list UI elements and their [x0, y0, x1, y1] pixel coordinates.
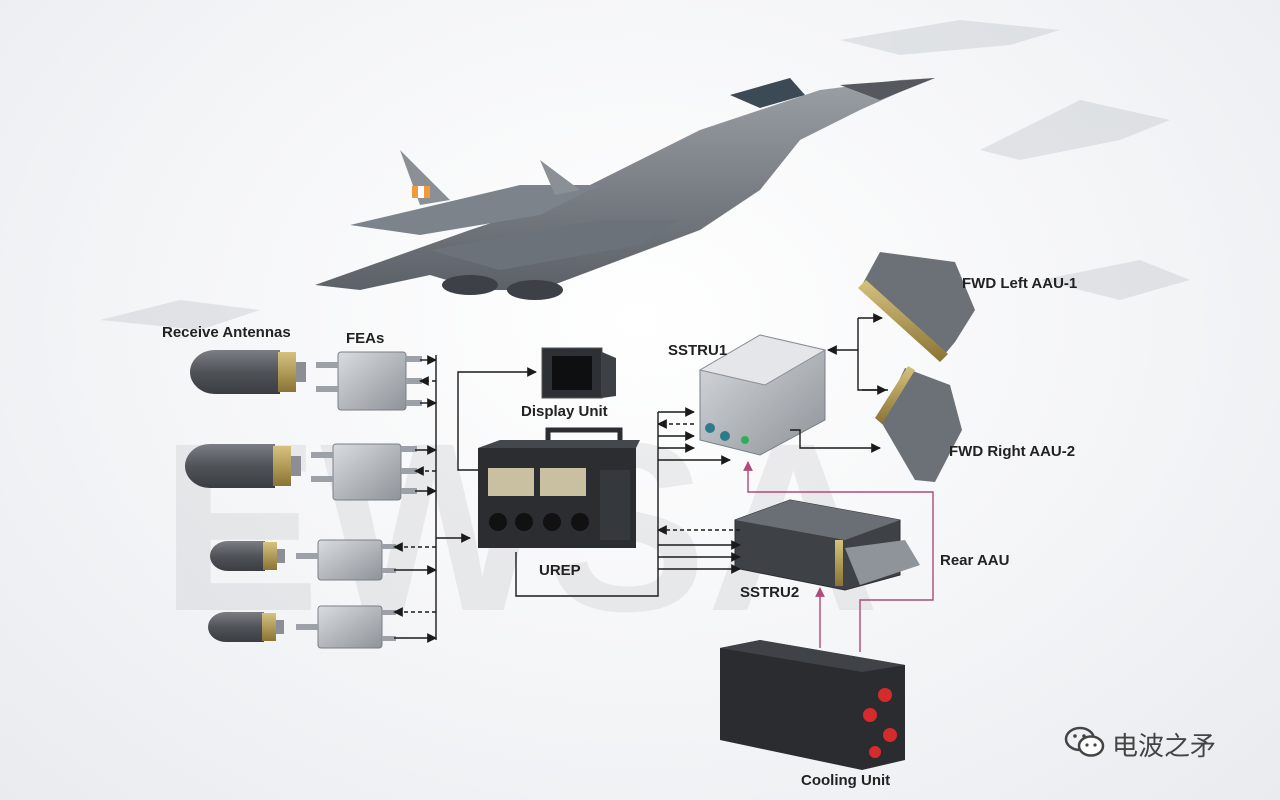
fea-1: [316, 351, 422, 411]
label-feas: FEAs: [346, 330, 385, 347]
watermark-text: 电波之矛: [1112, 731, 1217, 761]
urep-image: [478, 427, 640, 548]
mig29-jet-image: [315, 78, 935, 300]
sstru2-image: [734, 499, 920, 591]
receive-antenna-1: [190, 350, 306, 394]
label-receive-antennas: Receive Antennas: [162, 324, 291, 341]
label-display-unit: Display Unit: [521, 403, 608, 420]
sstru1-image: [698, 334, 827, 456]
wechat-icon: [1064, 724, 1106, 760]
receive-antenna-4: [208, 612, 284, 642]
label-fwd-left-aau: FWD Left AAU-1: [962, 275, 1078, 292]
connection-lines: [393, 313, 888, 643]
label-fwd-right-aau: FWD Right AAU-2: [949, 443, 1076, 460]
fea-2: [311, 443, 417, 501]
cooling-unit-image: [720, 640, 905, 770]
receive-antenna-2: [185, 444, 301, 488]
label-urep: UREP: [539, 562, 581, 579]
receive-antenna-3: [210, 541, 285, 571]
label-sstru1: SSTRU1: [668, 342, 728, 359]
label-cooling-unit: Cooling Unit: [801, 772, 891, 789]
fea-3: [296, 539, 396, 581]
label-sstru2: SSTRU2: [740, 584, 800, 601]
cooling-lines: [743, 461, 934, 652]
fwd-left-aau-image: [858, 252, 975, 362]
background-jet-silhouettes: [100, 20, 1190, 330]
fea-4: [296, 605, 396, 649]
display-unit-image: [541, 347, 616, 399]
fwd-right-aau-image: [875, 366, 962, 482]
label-rear-aau: Rear AAU: [940, 552, 1010, 569]
